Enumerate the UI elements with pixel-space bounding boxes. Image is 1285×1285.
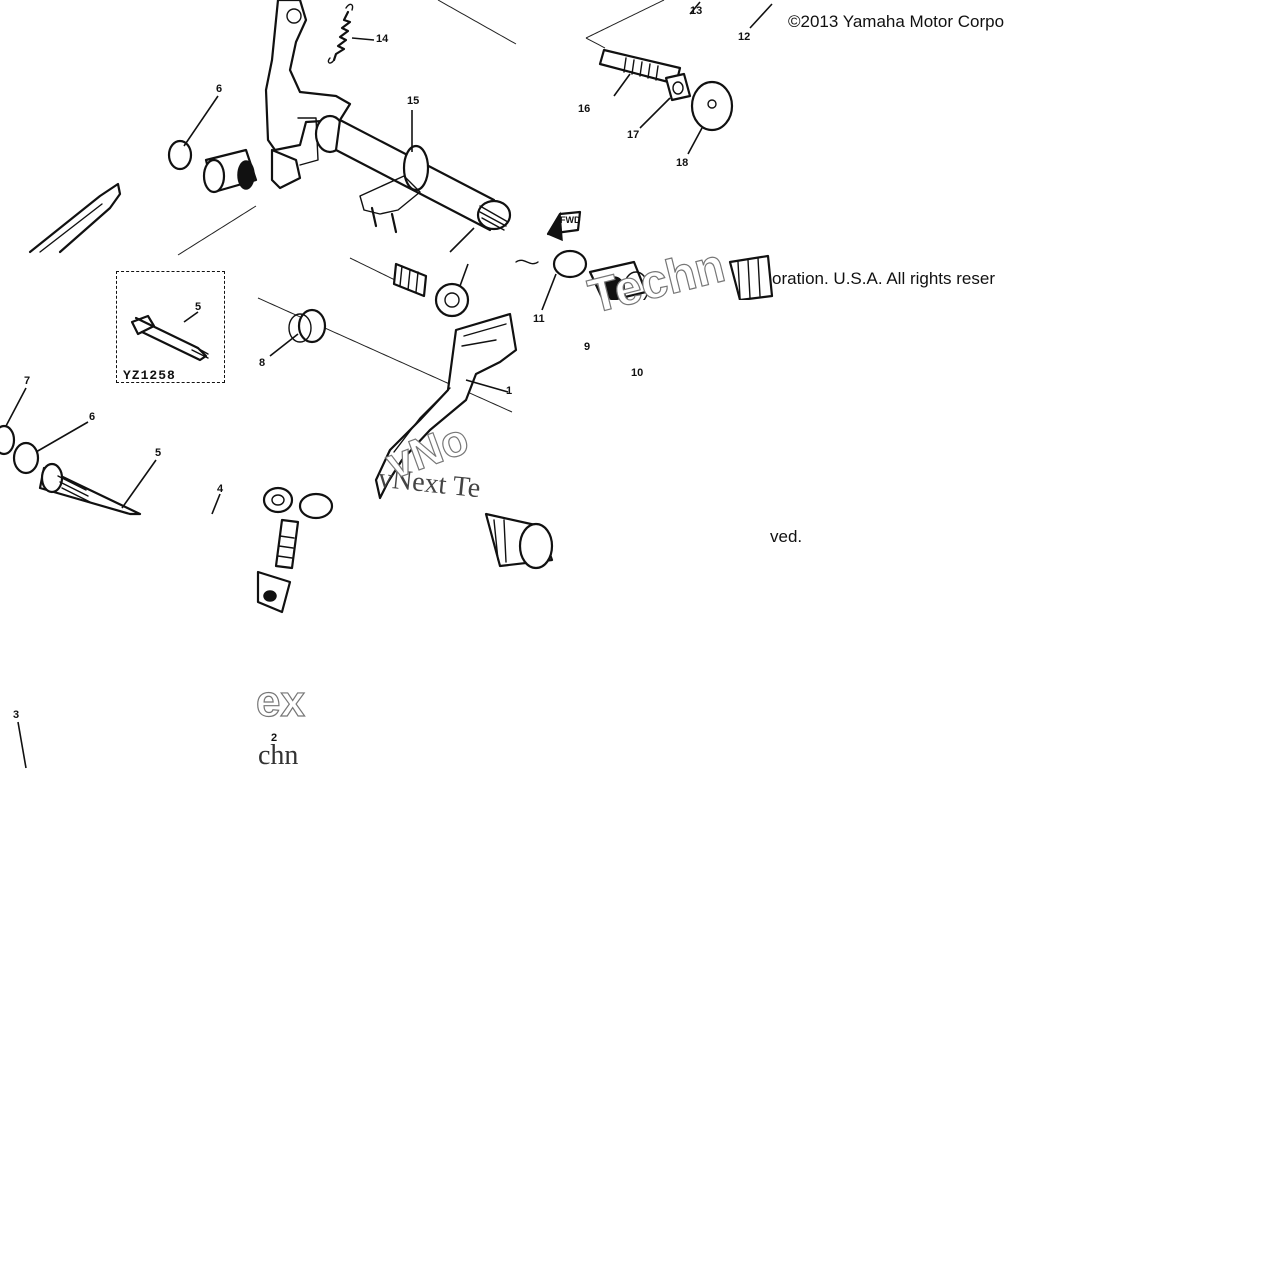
callout-13: 13 [690, 5, 703, 17]
callout-6-bottom: 6 [89, 411, 96, 423]
pedal-knob [484, 512, 554, 570]
callout-6-top: 6 [216, 83, 223, 95]
shift-pedal [374, 312, 518, 500]
blank-area [772, 40, 1032, 250]
blank-area [560, 300, 780, 560]
callout-17: 17 [627, 129, 640, 141]
callout-10: 10 [631, 367, 644, 379]
callout-3: 3 [13, 709, 20, 721]
washers-and-bolt [256, 486, 334, 614]
copyright-line-1: ©2013 Yamaha Motor Corpo [788, 12, 1005, 31]
copyright-line-3: ved. [770, 527, 803, 546]
reference-line [585, 0, 665, 39]
callout-12: 12 [738, 31, 751, 43]
inset-callout: 5 [195, 301, 202, 313]
callout-11: 11 [533, 313, 545, 325]
watermark-text: ex [255, 677, 305, 726]
return-spring [327, 3, 354, 64]
reference-line [437, 0, 517, 45]
collar-8 [288, 308, 327, 344]
fwd-label: FWD [560, 215, 581, 225]
inset-frame [116, 271, 225, 383]
callout-7: 7 [24, 375, 31, 387]
copyright-line-2: oration. U.S.A. All rights reser [772, 269, 995, 288]
callout-15: 15 [407, 95, 420, 107]
shift-arm-bracket [264, 0, 352, 190]
long-shaft [0, 424, 142, 516]
callout-9: 9 [584, 341, 591, 353]
callout-2: 2 [271, 732, 278, 744]
blank-area [30, 716, 256, 776]
blank-area [0, 516, 256, 716]
reference-line [349, 257, 396, 281]
reference-line [177, 205, 257, 256]
shift-shaft [314, 114, 512, 234]
footrest-part [728, 254, 774, 302]
callout-1: 1 [506, 385, 513, 397]
blank-area [306, 570, 1285, 780]
callout-16: 16 [578, 103, 591, 115]
washer-11 [515, 249, 588, 279]
callout-4: 4 [217, 483, 224, 495]
left-lever [28, 182, 122, 254]
reference-line [585, 37, 606, 49]
collar-and-bushing [167, 139, 258, 194]
blank-area [0, 775, 1285, 1285]
callout-8: 8 [259, 357, 266, 369]
inset-part-code: YZ1258 [123, 368, 176, 383]
blank-area [1030, 0, 1285, 560]
bushing-9 [588, 260, 649, 305]
inset-shaft [130, 314, 209, 362]
pin-nut-plate [598, 48, 734, 132]
callout-14: 14 [376, 33, 389, 45]
callout-5: 5 [155, 447, 162, 459]
watermark-text: chn [258, 740, 299, 771]
fwd-marker [546, 210, 582, 242]
center-bushing [392, 262, 470, 318]
callout-18: 18 [676, 157, 689, 169]
